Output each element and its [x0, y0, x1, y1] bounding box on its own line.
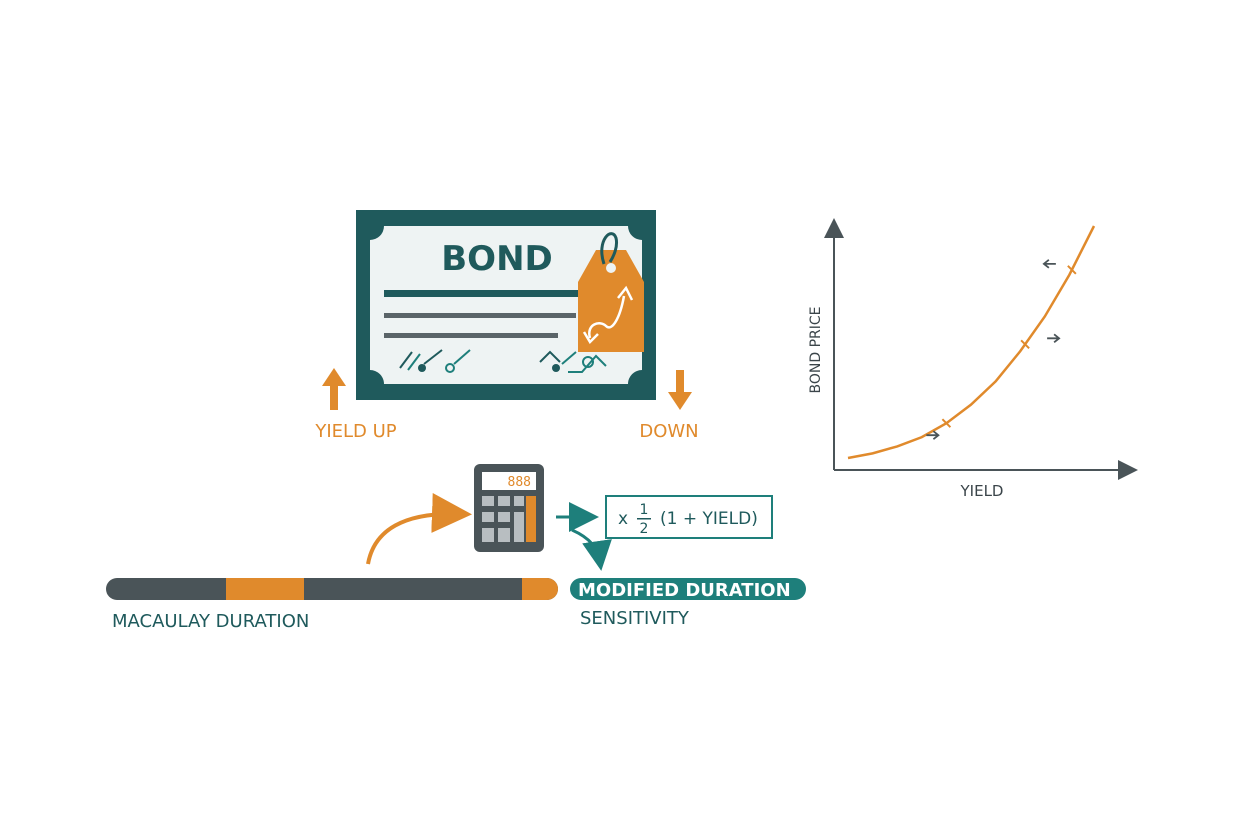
sensitivity-arrow-icon: [926, 430, 940, 440]
calculator-icon: 888: [474, 464, 544, 552]
calculator-display: 888: [508, 475, 531, 490]
certificate-line-3: [384, 333, 558, 338]
macaulay-duration-bar: [106, 578, 558, 600]
certificate-line-2: [384, 313, 576, 318]
flow-arrow-to-calculator: [366, 493, 472, 565]
modified-duration-label: MODIFIED DURATION: [578, 580, 791, 601]
sensitivity-label: SENSITIVITY: [580, 608, 690, 629]
formula-box: x 1 2 (1 + YIELD): [605, 495, 773, 539]
curve-point-marker: [941, 418, 952, 428]
signature-mark-left: [399, 349, 471, 373]
certificate-inner: [370, 226, 642, 384]
formula-prefix: x: [618, 509, 628, 529]
yield-up-label: YIELD UP: [314, 421, 396, 442]
down-arrow-icon: [668, 370, 692, 410]
price-yield-chart: BOND PRICE YIELD: [808, 218, 1138, 500]
formula-tail: (1 + YIELD): [660, 509, 758, 529]
x-axis-label: YIELD: [960, 482, 1004, 500]
macaulay-duration-label: MACAULAY DURATION: [112, 611, 309, 632]
down-label: DOWN: [639, 421, 698, 442]
curve-point-marker: [1067, 265, 1077, 275]
sensitivity-arrow-icon: [1047, 333, 1061, 344]
price-tag-icon: [578, 232, 644, 352]
curve-point-marker: [1020, 339, 1030, 350]
y-axis-label: BOND PRICE: [808, 306, 824, 393]
flow-arrow-to-modified: [571, 528, 612, 571]
modified-duration-bar: [570, 578, 806, 600]
certificate-line-1: [384, 290, 584, 297]
yield-up-arrow-icon: [322, 368, 346, 410]
sensitivity-arrow-icon: [1042, 259, 1056, 269]
bond-title: BOND: [441, 239, 553, 279]
fraction-bar: [637, 518, 651, 520]
formula-numerator: 1: [640, 502, 649, 518]
bond-certificate: BOND: [356, 210, 656, 400]
price-yield-curve: [847, 225, 1096, 460]
formula-denominator: 2: [640, 521, 649, 537]
signature-mark-right: [539, 350, 607, 373]
